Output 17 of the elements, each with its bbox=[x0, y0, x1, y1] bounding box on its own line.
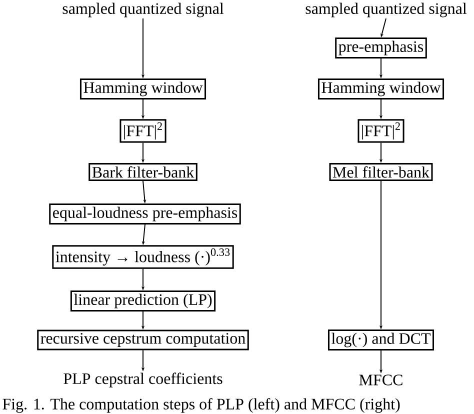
signal-label: PLP cepstral coefficients bbox=[64, 372, 222, 388]
process-box: intensity → loudness (·)$^{0.33}$ bbox=[52, 245, 234, 269]
process-box: pre-emphasis bbox=[335, 37, 427, 58]
signal-label: MFCC bbox=[359, 374, 402, 386]
process-box: log(·) and DCT bbox=[328, 329, 434, 350]
signal-label: sampled quantized signal bbox=[306, 2, 467, 18]
process-box: recursive cepstrum computation bbox=[37, 330, 249, 350]
process-box: equal-loudness pre-emphasis bbox=[49, 203, 241, 224]
process-box: |FFT|$^{2}$ bbox=[120, 119, 166, 143]
process-box: Mel filter-bank bbox=[329, 163, 433, 181]
caption: Fig. 1. The computation steps of PLP (left) and MFCC (right) bbox=[2, 398, 400, 413]
process-box: Bark filter-bank bbox=[88, 163, 198, 181]
process-box: Hamming window bbox=[318, 78, 444, 100]
process-box: linear prediction (LP) bbox=[70, 290, 216, 312]
process-box: Hamming window bbox=[80, 78, 206, 100]
signal-label: sampled quantized signal bbox=[62, 2, 224, 18]
process-box: |FFT|$^{2}$ bbox=[358, 119, 404, 143]
